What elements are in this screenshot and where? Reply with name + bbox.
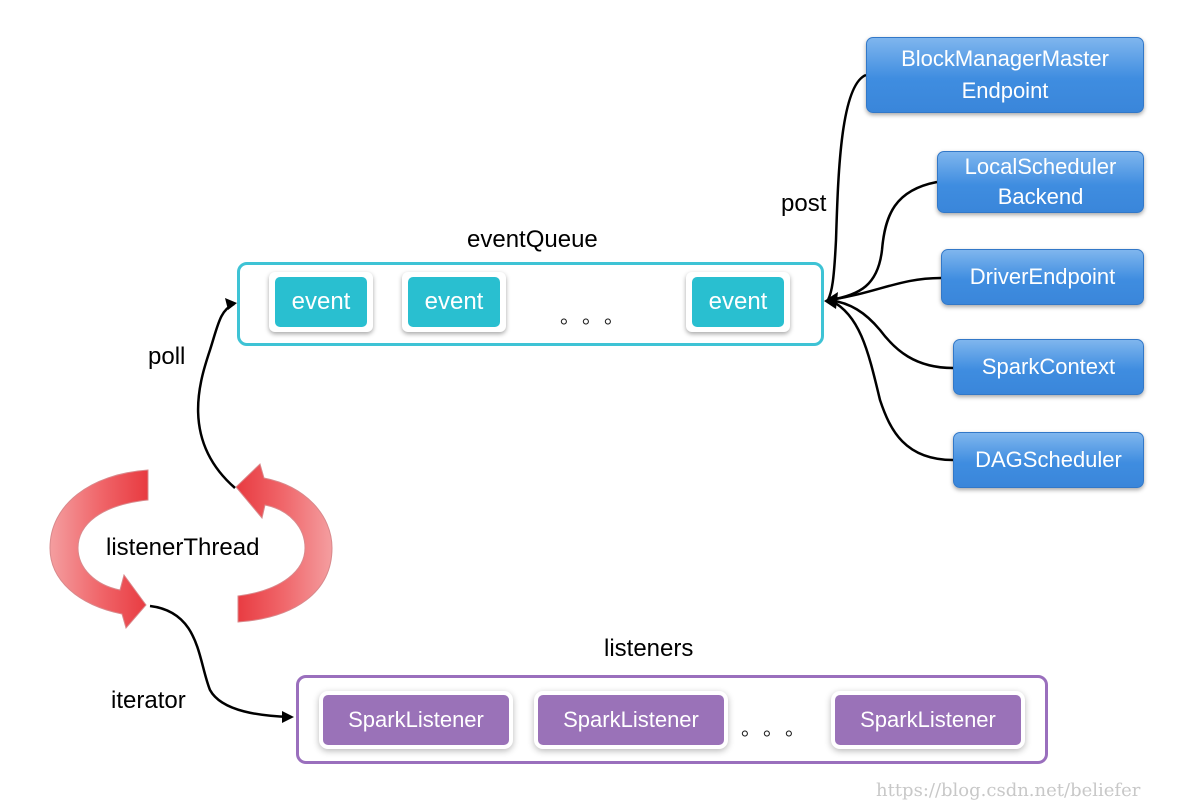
spark-listener: SparkListener bbox=[835, 695, 1021, 745]
poster-local-scheduler-backend: LocalScheduler Backend bbox=[937, 151, 1144, 213]
poster-dag-scheduler: DAGScheduler bbox=[953, 432, 1144, 488]
poster-line: LocalScheduler bbox=[964, 154, 1117, 179]
iterator-label: iterator bbox=[111, 687, 186, 714]
iterator-arrow bbox=[149, 604, 291, 719]
poll-arrowhead bbox=[225, 298, 237, 310]
queue-ellipsis: 。。。 bbox=[560, 306, 636, 328]
thread-arrow-right bbox=[235, 463, 333, 623]
event-queue-title: eventQueue bbox=[467, 226, 598, 253]
listener-thread-label: listenerThread bbox=[106, 534, 260, 561]
spark-listener: SparkListener bbox=[538, 695, 724, 745]
poster-line: DriverEndpoint bbox=[969, 264, 1116, 289]
poster-spark-context: SparkContext bbox=[953, 339, 1144, 395]
post-label: post bbox=[781, 190, 827, 217]
spark-listener: SparkListener bbox=[323, 695, 509, 745]
listeners-title: listeners bbox=[604, 635, 694, 662]
poster-block-manager-master-endpoint: BlockManagerMaster Endpoint bbox=[866, 37, 1144, 113]
event-item: event bbox=[692, 277, 784, 327]
poster-line: DAGScheduler bbox=[975, 447, 1122, 472]
iterator-arrowhead bbox=[282, 711, 294, 723]
poster-line: Backend bbox=[997, 184, 1084, 209]
listeners-ellipsis: 。。。 bbox=[741, 718, 817, 740]
poll-label: poll bbox=[148, 343, 186, 370]
poster-line: BlockManagerMaster bbox=[901, 46, 1109, 71]
watermark: https://blog.csdn.net/beliefer bbox=[876, 780, 1141, 801]
poster-line: Endpoint bbox=[961, 78, 1049, 103]
poll-arrow bbox=[196, 302, 236, 489]
thread-arrow-left bbox=[49, 469, 149, 630]
event-item: event bbox=[408, 277, 500, 327]
post-arrows bbox=[826, 73, 954, 462]
poster-driver-endpoint: DriverEndpoint bbox=[941, 249, 1144, 305]
event-item: event bbox=[275, 277, 367, 327]
poster-line: SparkContext bbox=[981, 354, 1116, 379]
post-arrowhead bbox=[824, 292, 838, 309]
